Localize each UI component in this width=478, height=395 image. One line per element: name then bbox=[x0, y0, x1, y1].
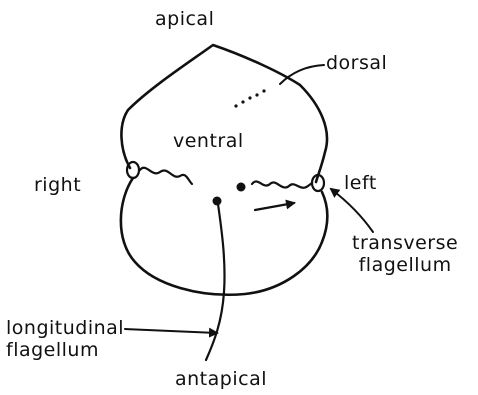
label-longitudinal-line1: longitudinal bbox=[6, 317, 124, 339]
label-right: right bbox=[34, 174, 81, 196]
longitudinal-flagellum-pointer-arrow bbox=[125, 329, 217, 333]
label-left: left bbox=[344, 172, 377, 194]
dorsal-dot bbox=[234, 104, 237, 107]
dorsal-pointer-line bbox=[280, 65, 324, 84]
label-ventral: ventral bbox=[173, 130, 244, 152]
right-cingulum-pore bbox=[127, 162, 139, 178]
longitudinal-flagellum-base bbox=[213, 197, 222, 206]
dorsal-dot bbox=[248, 96, 251, 99]
dorsal-dot bbox=[255, 93, 258, 96]
beat-direction-arrow bbox=[255, 203, 294, 210]
label-transverse-flagellum: transverse flagellum bbox=[352, 232, 458, 276]
label-longitudinal-line2: flagellum bbox=[6, 339, 124, 361]
transverse-flagellum-left-wave bbox=[252, 181, 312, 187]
label-transverse-line2: flagellum bbox=[352, 254, 458, 276]
label-dorsal: dorsal bbox=[326, 52, 387, 74]
transverse-flagellum-right-wave bbox=[140, 168, 192, 184]
longitudinal-flagellum bbox=[206, 204, 225, 360]
transverse-flagellum-pointer-arrow bbox=[331, 189, 373, 232]
dorsal-dot bbox=[241, 100, 244, 103]
label-transverse-line1: transverse bbox=[352, 232, 458, 254]
label-antapical: antapical bbox=[175, 368, 267, 390]
dorsal-dot bbox=[262, 89, 265, 92]
transverse-flagellum-base bbox=[237, 183, 246, 192]
label-longitudinal-flagellum: longitudinal flagellum bbox=[6, 317, 124, 361]
label-apical: apical bbox=[155, 8, 214, 30]
epicone-outline bbox=[121, 45, 327, 182]
